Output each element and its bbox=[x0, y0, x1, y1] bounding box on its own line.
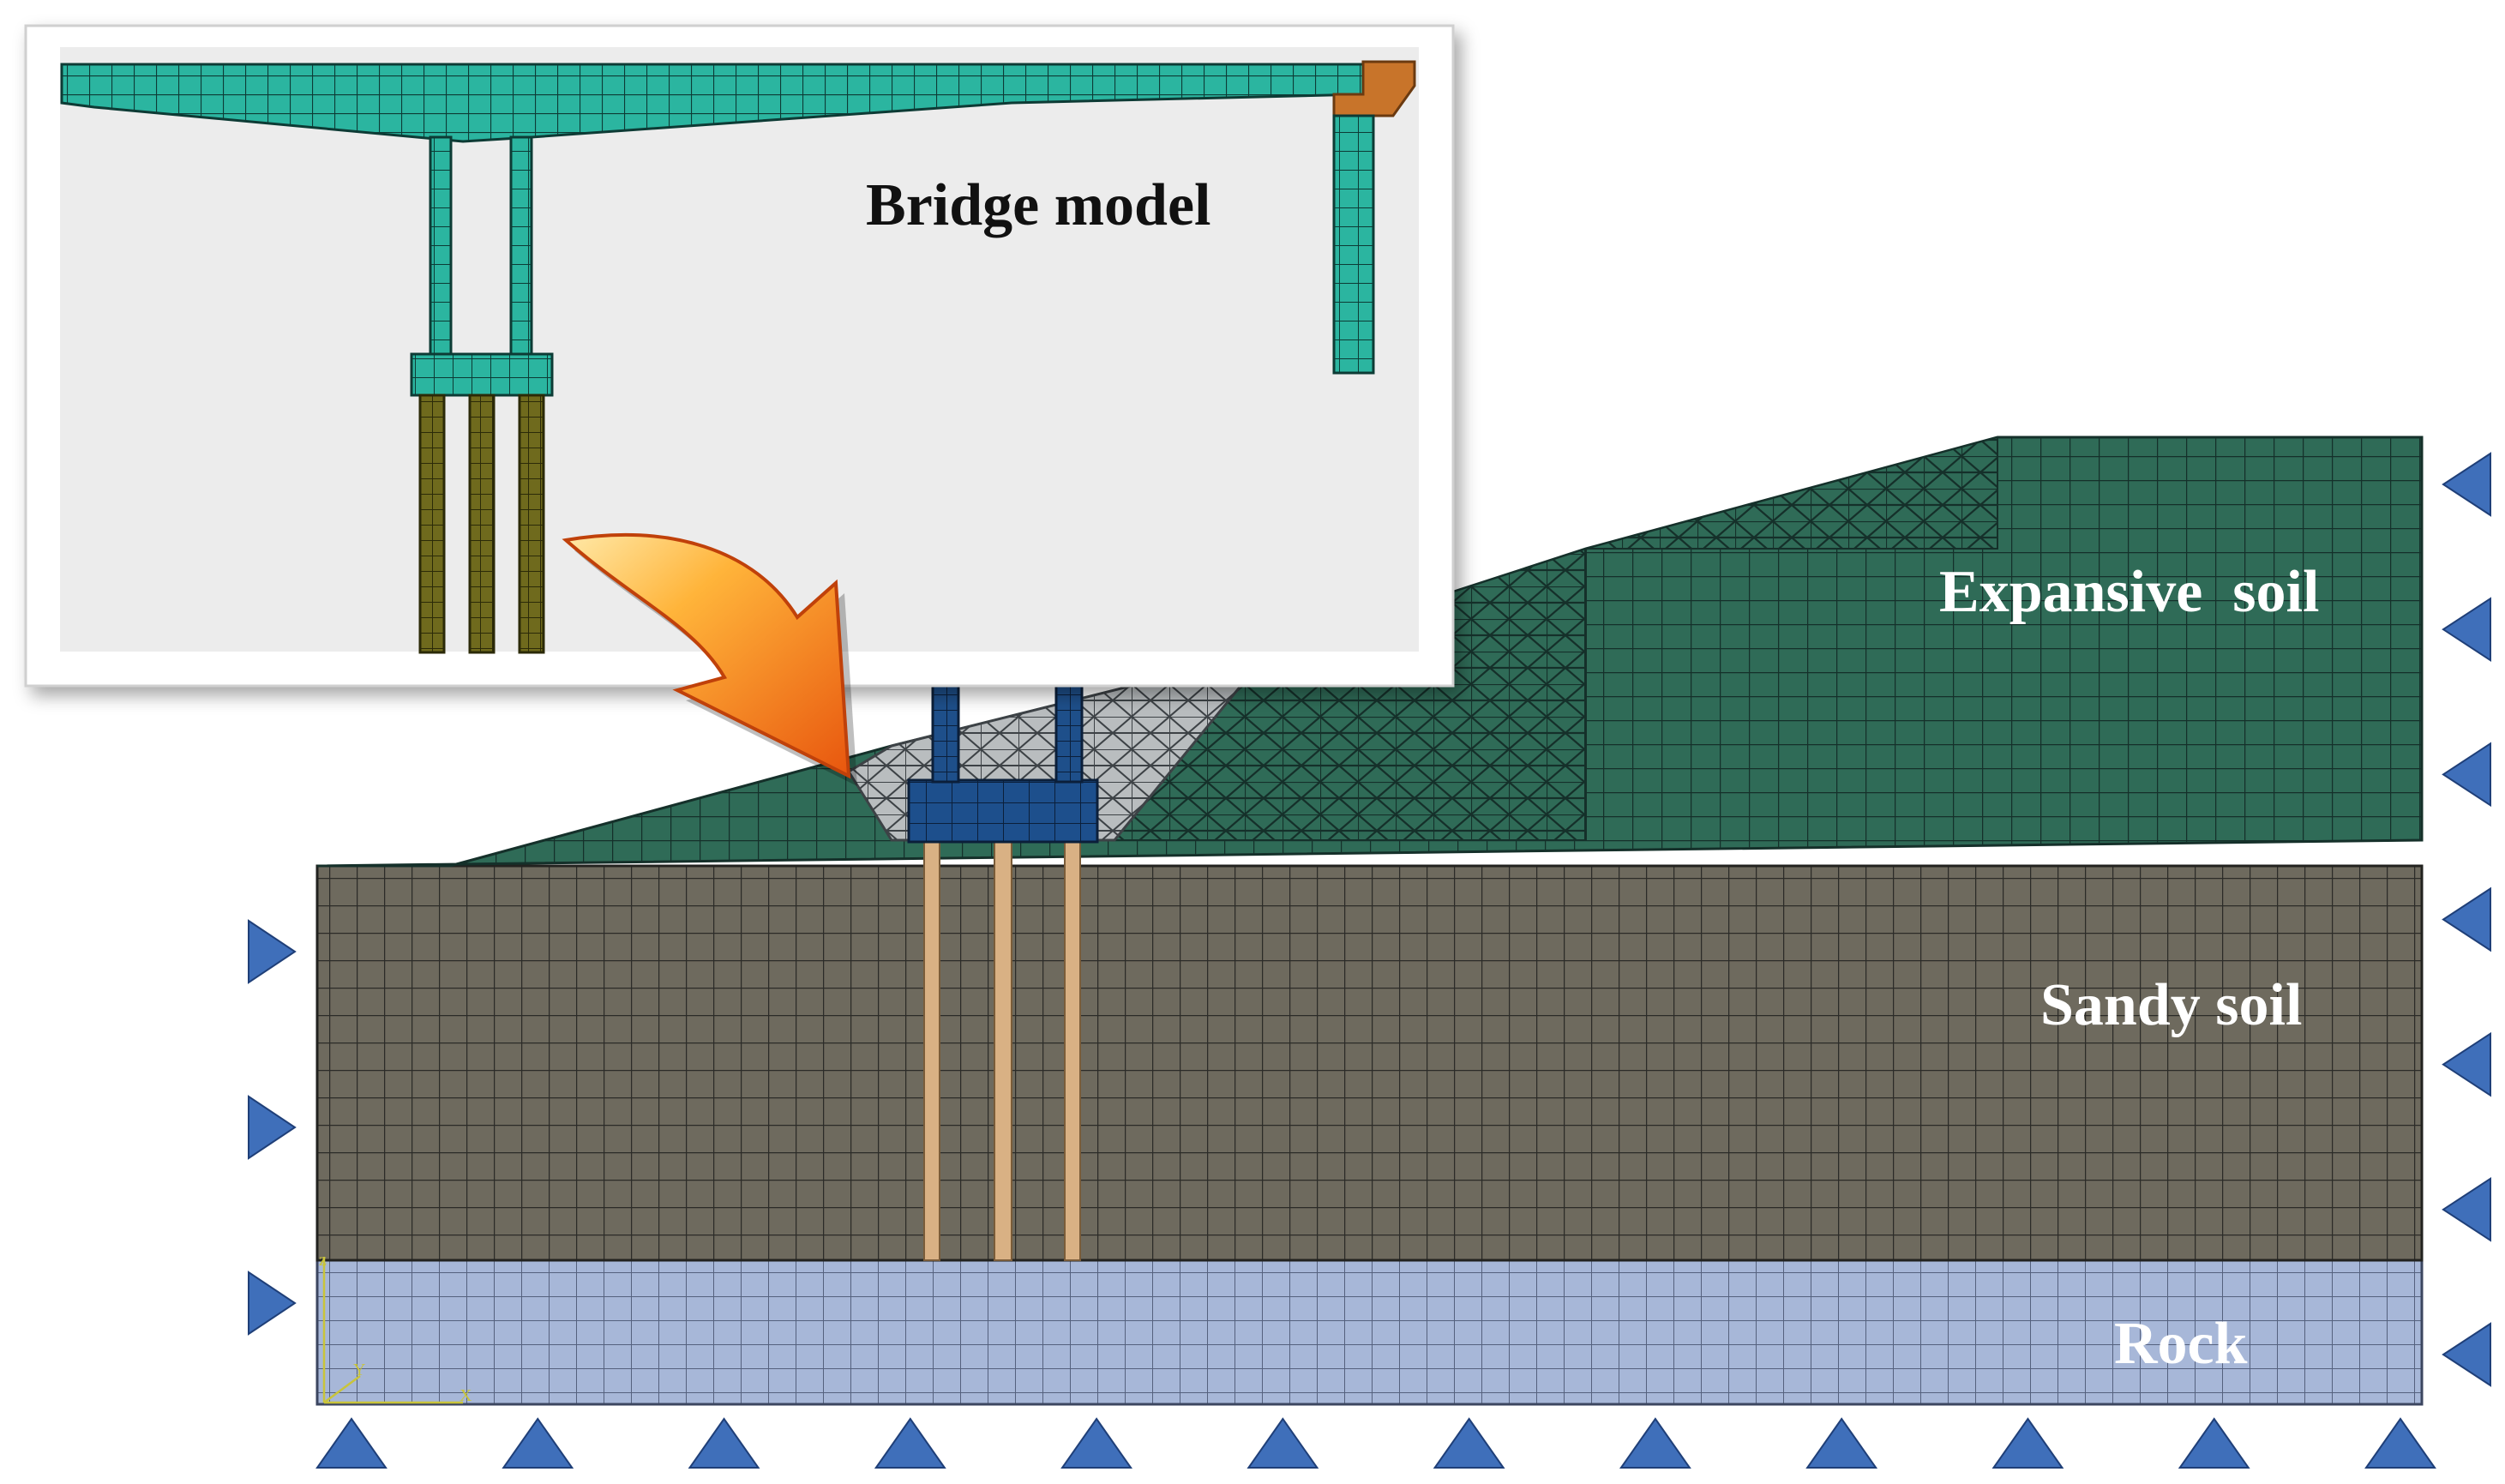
sandy-soil-layer bbox=[315, 864, 2424, 1262]
bottom-support-triangle bbox=[688, 1417, 760, 1469]
expansive-soil-upper-transition-mesh bbox=[1585, 436, 1998, 550]
abutment-column bbox=[1332, 114, 1375, 375]
bottom-support-triangle bbox=[2364, 1417, 2436, 1469]
rock-layer bbox=[315, 1257, 2424, 1406]
pile-right bbox=[1064, 839, 1081, 1261]
right-supports bbox=[2442, 452, 2491, 1387]
right-support-triangle bbox=[2442, 1322, 2491, 1387]
bridge-model-inset: Bridge model bbox=[24, 24, 1455, 688]
bottom-support-triangle bbox=[1619, 1417, 1691, 1469]
left-support-triangle bbox=[248, 1271, 297, 1336]
right-support-triangle bbox=[2442, 1031, 2491, 1097]
left-support-triangle bbox=[248, 919, 297, 984]
bridge-pile-center bbox=[468, 394, 496, 654]
rock-label: Rock bbox=[2114, 1311, 2248, 1377]
bridge-pile-left bbox=[418, 394, 446, 654]
axis-z-label: z bbox=[319, 1251, 327, 1270]
bottom-support-triangle bbox=[1060, 1417, 1133, 1469]
pile-left bbox=[923, 839, 940, 1261]
bottom-support-triangle bbox=[502, 1417, 574, 1469]
pier-column-left bbox=[429, 135, 453, 357]
sandy-soil-label: Sandy soil bbox=[2040, 972, 2302, 1038]
pier-cap bbox=[410, 352, 554, 397]
bottom-support-triangle bbox=[1433, 1417, 1505, 1469]
axis-x-label: X bbox=[460, 1386, 472, 1405]
right-support-triangle bbox=[2442, 597, 2491, 663]
left-supports bbox=[248, 919, 297, 1336]
pile-cap bbox=[907, 778, 1099, 844]
right-support-triangle bbox=[2442, 886, 2491, 952]
bottom-supports bbox=[315, 1417, 2436, 1469]
right-support-triangle bbox=[2442, 742, 2491, 808]
bottom-support-triangle bbox=[1246, 1417, 1319, 1469]
axis-y-label: Y bbox=[353, 1361, 365, 1379]
pier-column-right bbox=[509, 135, 533, 357]
bottom-support-triangle bbox=[315, 1417, 387, 1469]
pile-center bbox=[994, 839, 1012, 1261]
arrow-body bbox=[562, 533, 851, 779]
pointer-arrow bbox=[562, 533, 857, 786]
bridge-model-label: Bridge model bbox=[866, 172, 1210, 238]
right-support-triangle bbox=[2442, 452, 2491, 517]
bottom-support-triangle bbox=[874, 1417, 946, 1469]
axis-y-line bbox=[323, 1374, 361, 1404]
bottom-support-triangle bbox=[1991, 1417, 2064, 1469]
left-support-triangle bbox=[248, 1095, 297, 1160]
bridge-pile-right bbox=[518, 394, 545, 654]
axis-triad bbox=[322, 1257, 463, 1404]
bottom-support-triangle bbox=[1805, 1417, 1878, 1469]
bottom-support-triangle bbox=[2178, 1417, 2250, 1469]
right-support-triangle bbox=[2442, 1176, 2491, 1242]
inset-background bbox=[60, 47, 1419, 652]
expansive-soil-label: Expansive soil bbox=[1939, 559, 2319, 625]
